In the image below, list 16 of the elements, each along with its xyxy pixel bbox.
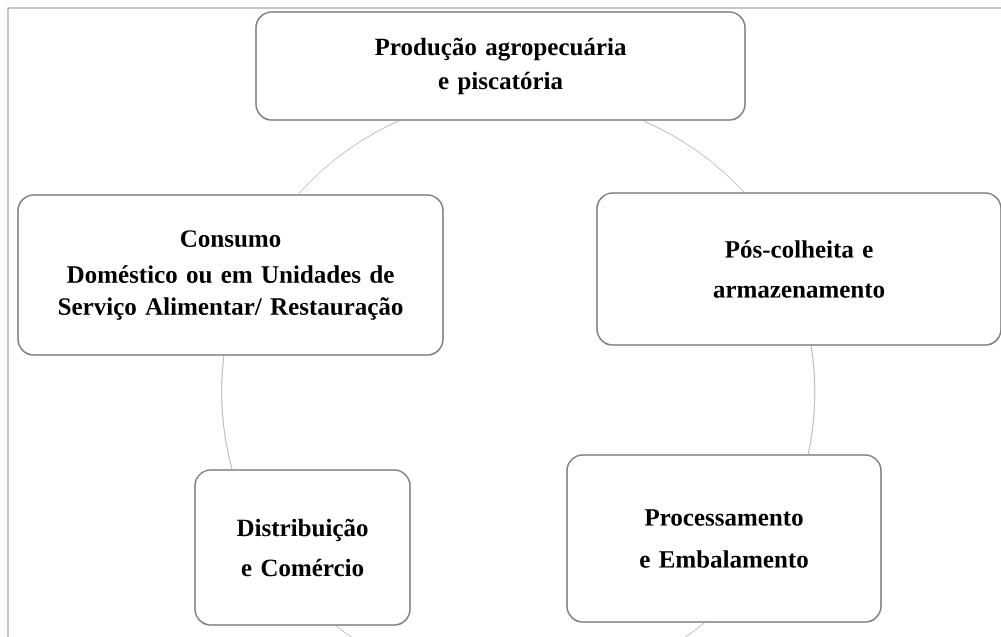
- process-box: [596, 192, 1001, 346]
- connector-arc: [297, 118, 404, 195]
- process-box: [566, 454, 882, 623]
- node-text: Doméstico ou em Unidades de Serviço Alimentar/ Restauração: [58, 265, 403, 320]
- process-box: [17, 194, 444, 356]
- connector-arc: [335, 622, 705, 637]
- connector-arc: [221, 354, 233, 470]
- node-text: Processamento e Embalamento: [640, 509, 808, 568]
- process-box: [255, 11, 746, 121]
- node-text: Distribuição e Comércio: [236, 518, 368, 577]
- node-text: Pós-colheita e armazenamento: [713, 240, 885, 298]
- connector-arc: [807, 345, 816, 457]
- connector-arc: [642, 120, 746, 195]
- node-text: Produção agropecuária e piscatória: [375, 37, 627, 95]
- process-box: [194, 469, 411, 626]
- node-text: Consumo: [181, 230, 281, 247]
